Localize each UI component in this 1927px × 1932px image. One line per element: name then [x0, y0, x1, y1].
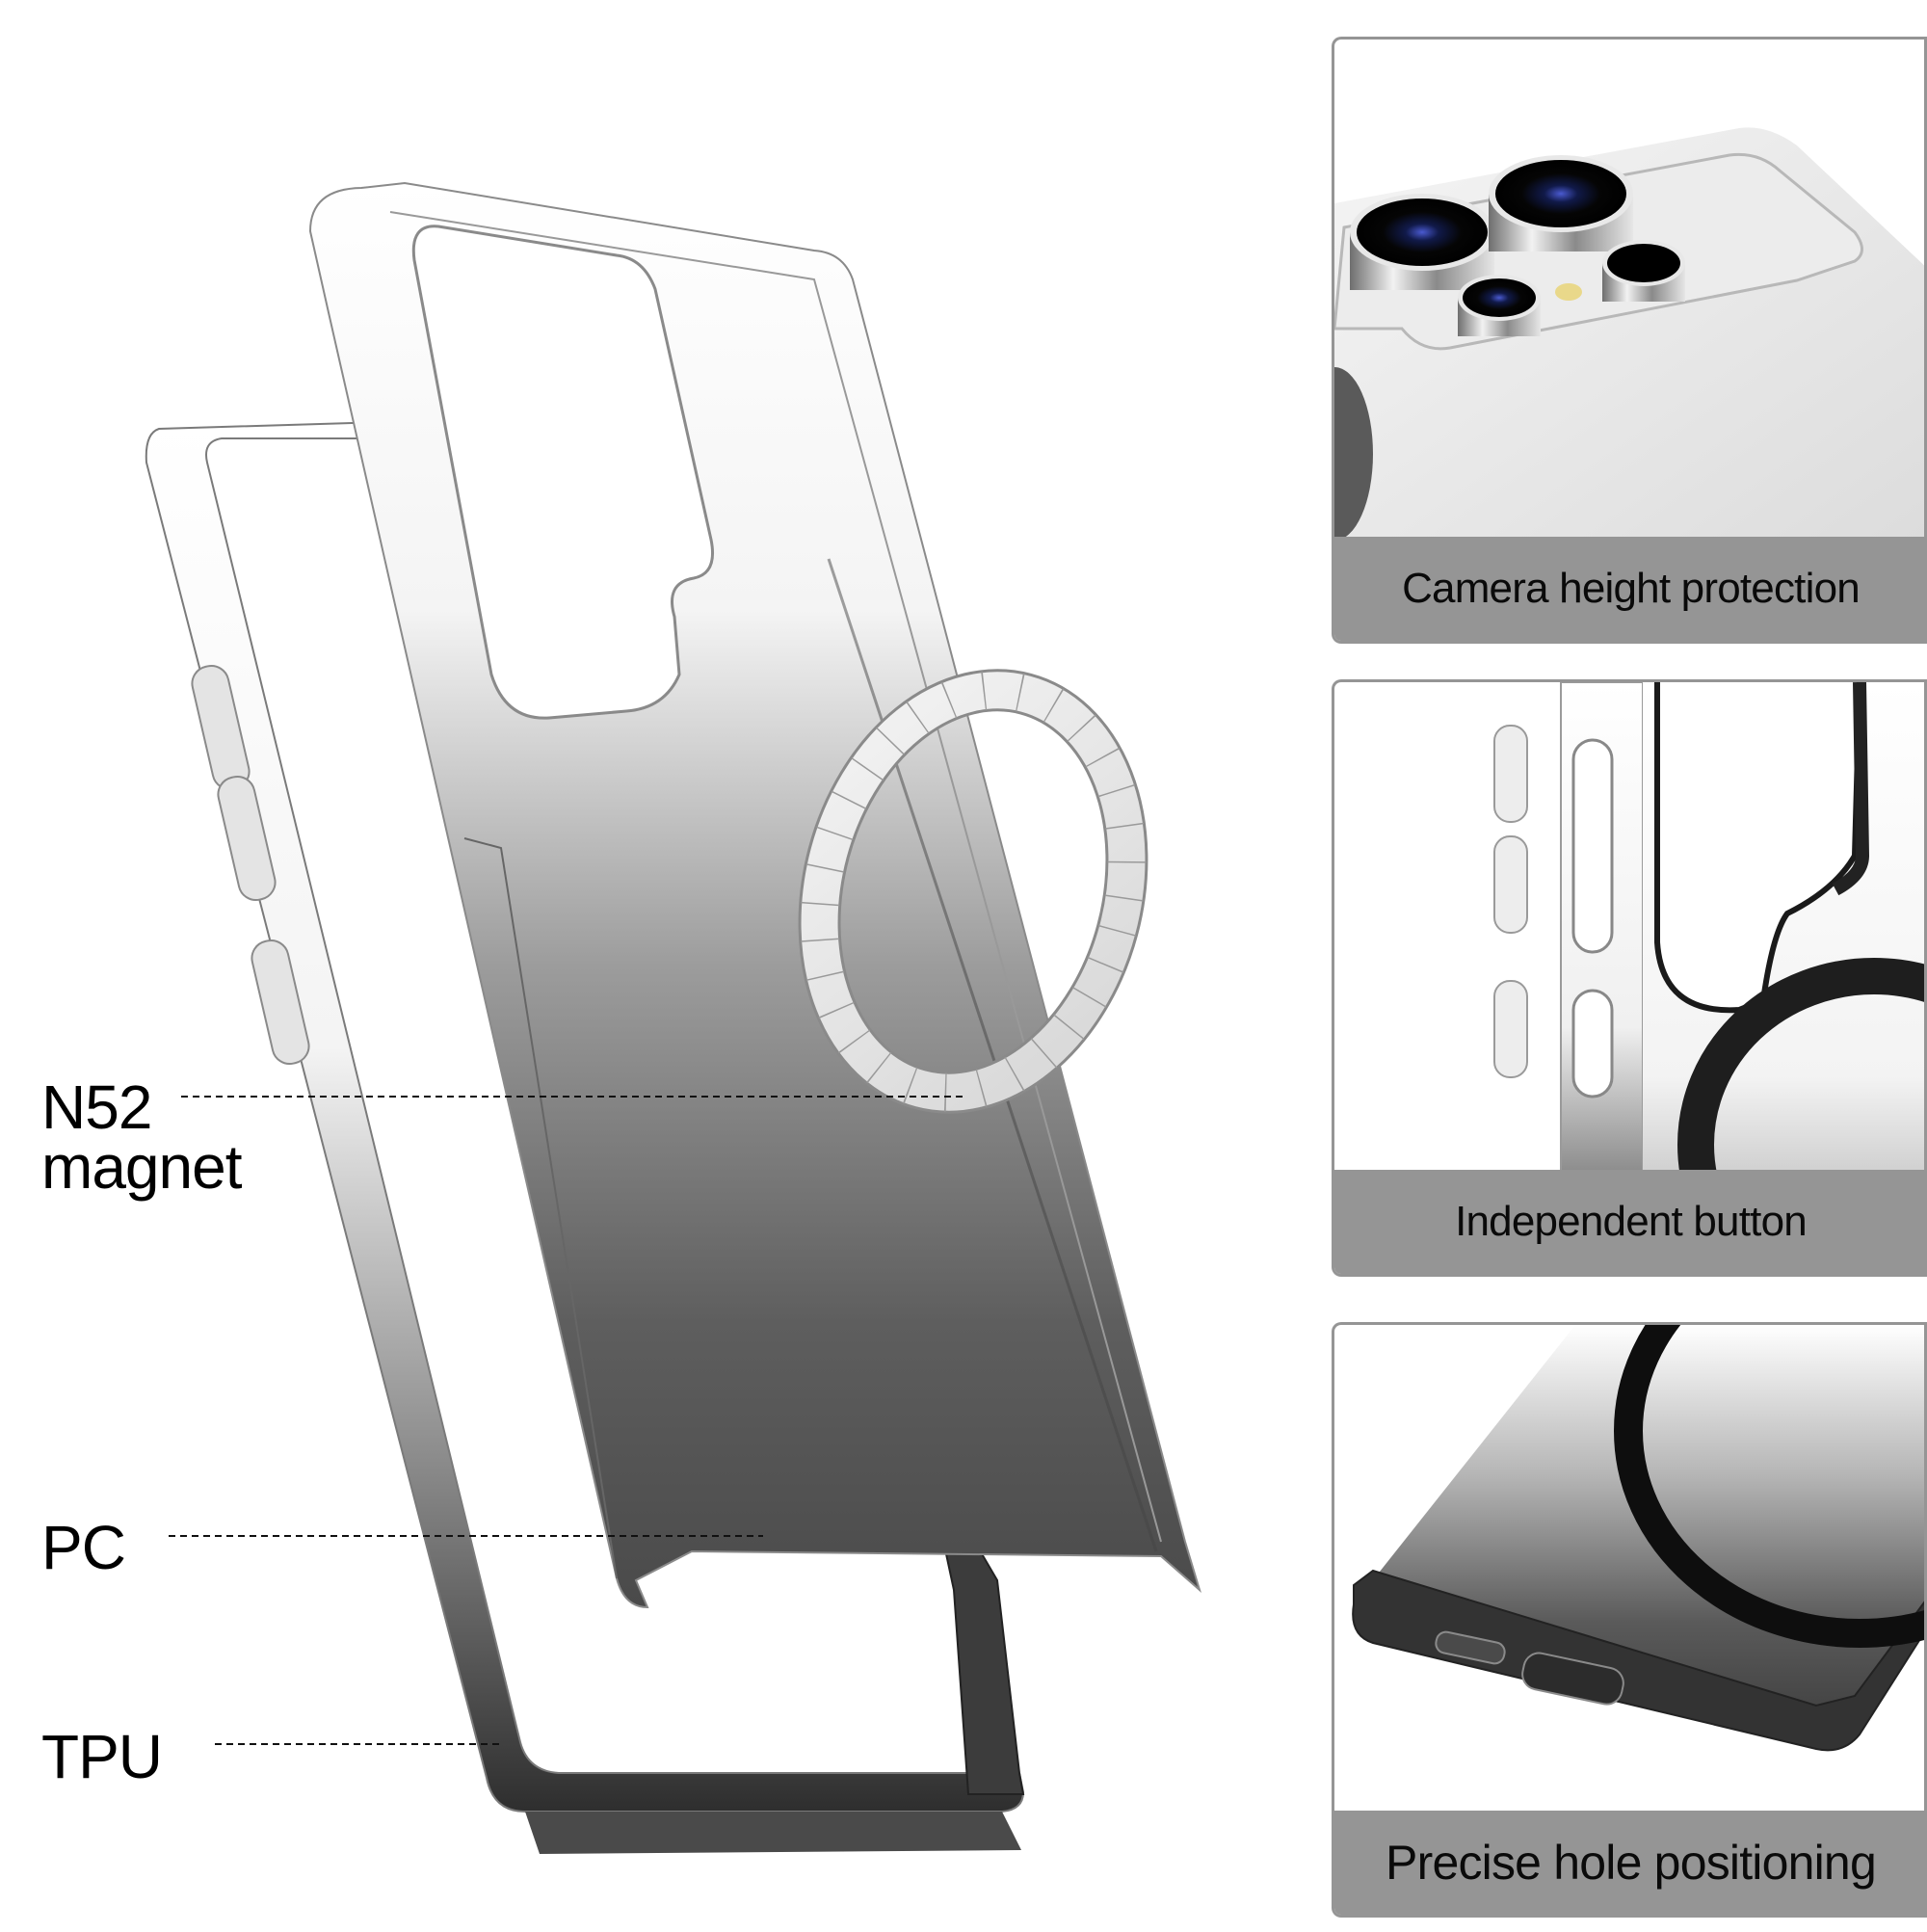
usb-c-hole-icon	[1521, 1652, 1624, 1706]
caption-camera-height-protection: Camera height protection	[1402, 565, 1861, 612]
caption-bar: Camera height protection	[1334, 537, 1927, 641]
power-key-icon	[1493, 980, 1528, 1078]
port-closeup-illustration	[1352, 1325, 1927, 1752]
callout-tpu: TPU	[41, 1722, 163, 1791]
feature-panel-buttons: Independent button	[1332, 679, 1927, 1277]
volume-up-key-icon	[1493, 725, 1528, 823]
camera-cutout-icon	[411, 225, 714, 720]
volume-hole-icon	[1571, 738, 1614, 954]
callout-pc: PC	[41, 1513, 126, 1582]
exploded-case-view: N52 magnet PC TPU	[41, 181, 1201, 1854]
power-hole-icon	[1571, 989, 1614, 1098]
caption-independent-button: Independent button	[1455, 1198, 1808, 1245]
caption-precise-hole-positioning: Precise hole positioning	[1386, 1836, 1877, 1890]
sensor-icon	[1602, 240, 1685, 302]
case-layers-illustration	[145, 181, 1201, 1854]
main-lens-icon	[1350, 194, 1494, 290]
volume-down-key-icon	[1493, 835, 1528, 934]
pc-back-plate	[308, 181, 1201, 1609]
telephoto-lens-icon	[1489, 155, 1633, 251]
volume-down-button-icon	[217, 775, 277, 902]
magsafe-ring-edge-icon	[1334, 367, 1373, 541]
panel-border	[1924, 40, 1927, 641]
feature-panel-ports: Precise hole positioning	[1332, 1322, 1927, 1918]
panel-border	[1924, 1325, 1927, 1915]
callout-n52-line2: magnet	[41, 1132, 242, 1202]
caption-bar: Independent button	[1334, 1170, 1927, 1274]
panel-border	[1924, 682, 1927, 1274]
flash-icon	[1555, 283, 1582, 301]
tpu-bumper-frame	[145, 420, 1025, 1854]
ultrawide-lens-icon	[1458, 275, 1541, 336]
caption-bar: Precise hole positioning	[1334, 1811, 1927, 1915]
magsafe-ring-icon	[1677, 958, 1927, 1176]
callout-n52-magnet: N52 magnet	[41, 1072, 242, 1202]
callout-n52-line1: N52	[41, 1072, 152, 1142]
power-button-icon	[251, 939, 310, 1066]
feature-panel-camera: Camera height protection	[1332, 37, 1927, 644]
magsafe-ring-icon	[1628, 1325, 1927, 1633]
n52-magnet-ring	[798, 669, 1148, 1114]
button-closeup-illustration	[1493, 682, 1927, 1176]
speaker-hole-icon	[1435, 1630, 1506, 1665]
camera-closeup-illustration	[1334, 127, 1927, 543]
